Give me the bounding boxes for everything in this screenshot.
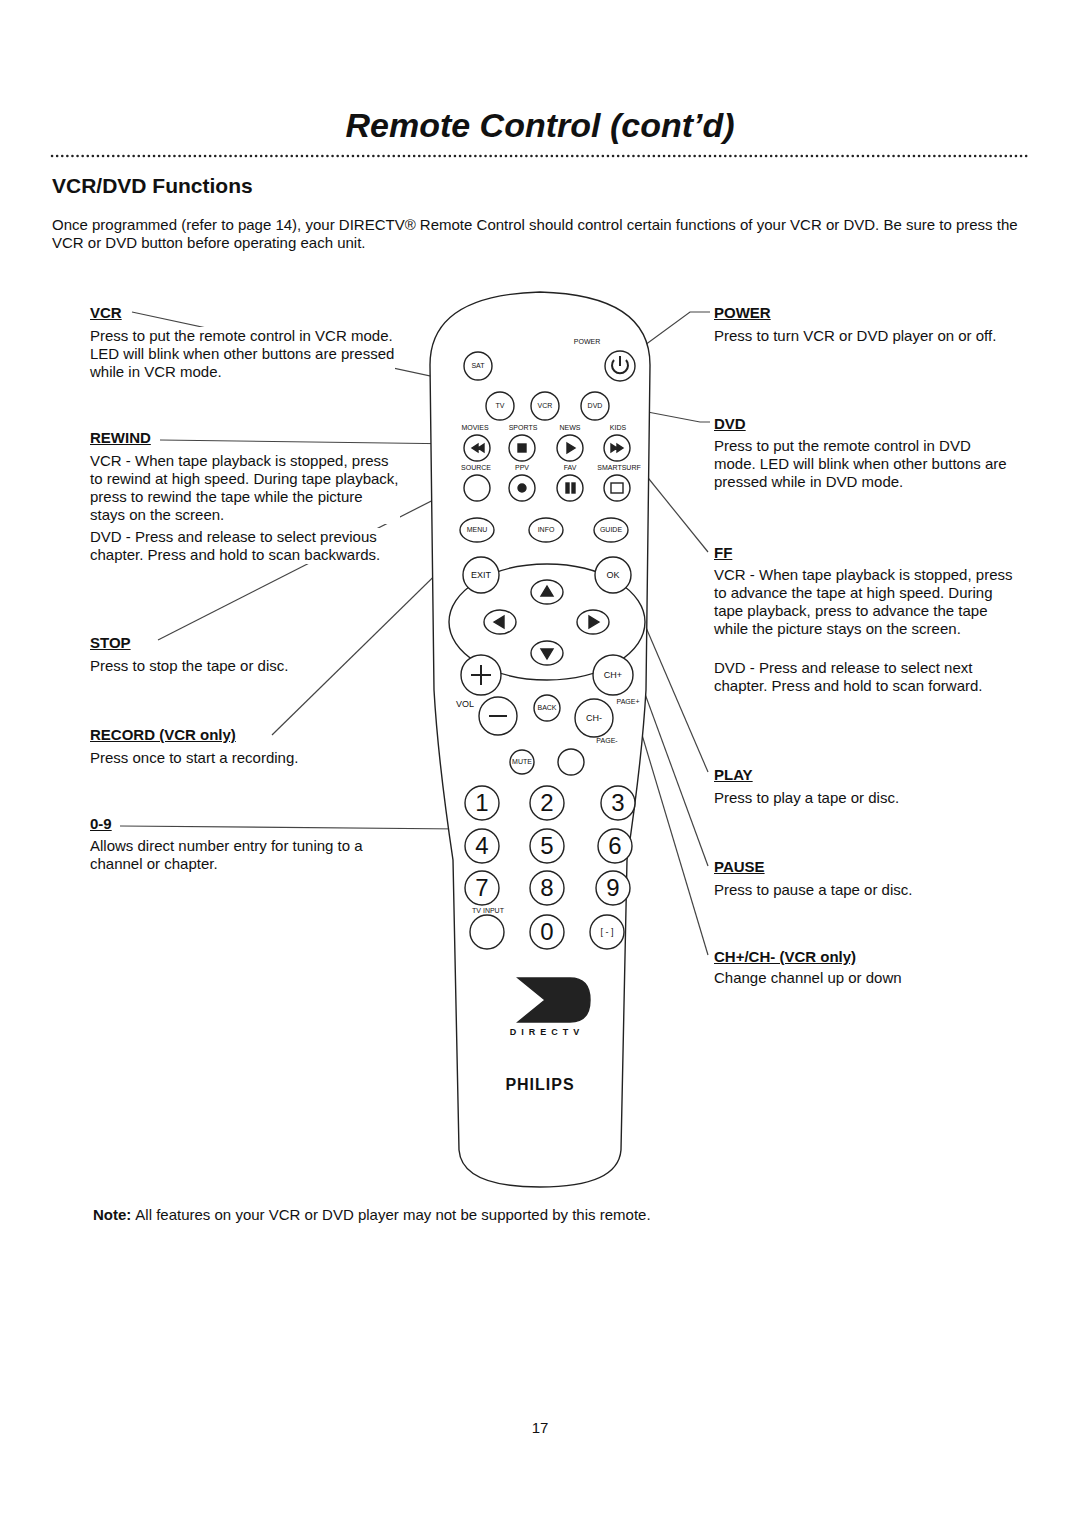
callout-heading: VCR: [88, 304, 124, 322]
button-label: OK: [606, 570, 619, 580]
button-label: PAGE+: [616, 698, 639, 706]
digit-key: 1: [475, 790, 488, 816]
digit-key: 5: [540, 833, 553, 859]
page-number: 17: [532, 1419, 549, 1437]
button-label: MOVIES: [461, 424, 488, 432]
callout-text: DVD - Press and release to select previo…: [90, 528, 400, 564]
button-label: MENU: [467, 526, 488, 534]
digit-key: 7: [475, 875, 488, 901]
callout-heading: STOP: [88, 634, 133, 652]
button-label: NEWS: [560, 424, 581, 432]
page-title: Remote Control (cont’d): [345, 105, 734, 145]
callout-text: Press to stop the tape or disc.: [90, 657, 288, 675]
callout-text: DVD - Press and release to select next c…: [714, 659, 1004, 695]
button-label: SOURCE: [461, 464, 491, 472]
callout-text: Press to put the remote control in DVD m…: [714, 437, 1014, 491]
digit-key: 3: [611, 790, 624, 816]
note-text: All features on your VCR or DVD player m…: [135, 1206, 650, 1224]
button-label: TV: [496, 402, 505, 410]
button-label: PAGE-: [596, 737, 617, 745]
digit-key: 0: [540, 919, 553, 945]
callout-text: Press once to start a recording.: [90, 749, 298, 767]
callout-text: VCR - When tape playback is stopped, pre…: [714, 566, 1014, 638]
callout-text: Press to turn VCR or DVD player on or of…: [714, 327, 1009, 345]
callout-text: Allows direct number entry for tuning to…: [90, 837, 390, 873]
callout-heading: FF: [712, 544, 734, 562]
button-label: EXIT: [471, 570, 491, 580]
callout-heading: POWER: [712, 304, 773, 322]
remote-control: [430, 292, 650, 1187]
intro-text: Once programmed (refer to page 14), your…: [52, 216, 1037, 252]
note-label: Note:: [93, 1206, 131, 1224]
brand-name: PHILIPS: [505, 1076, 574, 1094]
button-label: SMARTSURF: [597, 464, 640, 472]
button-label: BACK: [537, 704, 556, 712]
callout-heading: PLAY: [712, 766, 755, 784]
callout-heading: 0-9: [88, 815, 114, 833]
digit-key: 6: [608, 833, 621, 859]
dotted-rule: [52, 155, 1030, 158]
digit-key: 9: [606, 875, 619, 901]
button-label: MUTE: [512, 758, 532, 766]
button-label: INFO: [538, 526, 555, 534]
button-label: POWER: [574, 338, 600, 346]
digit-key: 4: [475, 833, 488, 859]
callout-text: Press to play a tape or disc.: [714, 789, 899, 807]
button-label: TV INPUT: [472, 907, 504, 915]
callout-text: Change channel up or down: [714, 969, 902, 987]
button-label: VOL: [456, 699, 474, 709]
button-label: DVD: [588, 402, 603, 410]
brand-logo: DIRECTV: [510, 1023, 585, 1041]
callout-text: Press to pause a tape or disc.: [714, 881, 912, 899]
callout-heading: CH+/CH- (VCR only): [712, 948, 858, 966]
callout-heading: RECORD (VCR only): [88, 726, 238, 744]
callout-text: Press to put the remote control in VCR m…: [90, 327, 395, 381]
digit-key: 2: [540, 790, 553, 816]
callout-text: VCR - When tape playback is stopped, pre…: [90, 452, 400, 524]
callout-heading: REWIND: [88, 429, 153, 447]
callout-heading: PAUSE: [712, 858, 767, 876]
button-label: [ - ]: [601, 927, 614, 937]
button-label: SPORTS: [509, 424, 538, 432]
button-label: GUIDE: [600, 526, 622, 534]
button-label: PPV: [515, 464, 529, 472]
button-label: CH-: [586, 713, 602, 723]
callout-heading: DVD: [712, 415, 748, 433]
button-label: VCR: [538, 402, 553, 410]
button-label: SAT: [471, 362, 484, 370]
button-label: FAV: [564, 464, 577, 472]
button-icons: [471, 356, 628, 1022]
digit-key: 8: [540, 875, 553, 901]
section-heading: VCR/DVD Functions: [52, 174, 253, 198]
button-label: CH+: [604, 670, 622, 680]
button-label: KIDS: [610, 424, 626, 432]
directv-logo: [518, 978, 590, 1022]
